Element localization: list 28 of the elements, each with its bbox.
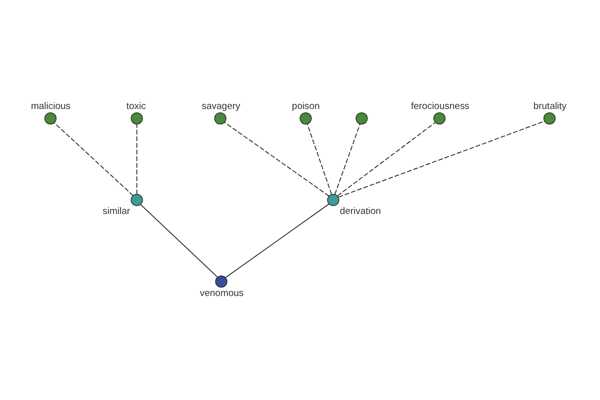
node-label: malicious xyxy=(31,100,71,112)
node-label: toxic xyxy=(126,100,146,112)
node-circle xyxy=(130,194,143,206)
connector xyxy=(334,124,360,195)
connector xyxy=(306,124,332,195)
connector xyxy=(136,124,138,195)
node-label: similar xyxy=(102,206,130,218)
connector xyxy=(225,204,330,278)
node-label: poison xyxy=(292,100,320,112)
node-label: derivation xyxy=(340,206,381,218)
node-circle xyxy=(130,112,143,124)
node-circle xyxy=(44,112,57,124)
node-circle xyxy=(433,112,446,124)
node-label: venomous xyxy=(200,288,244,299)
connector xyxy=(224,122,330,196)
node-circle xyxy=(543,112,556,124)
node-circle xyxy=(300,112,312,124)
connector xyxy=(54,122,134,196)
node-circle xyxy=(356,112,368,124)
node-label: brutality xyxy=(533,100,567,112)
node-circle xyxy=(327,194,340,206)
connector xyxy=(337,122,436,196)
node-circle xyxy=(214,112,226,124)
node-label: ferociousness xyxy=(411,100,470,112)
connector xyxy=(338,120,545,198)
connector xyxy=(140,204,218,278)
node-label: savagery xyxy=(202,100,240,112)
node-circle xyxy=(215,276,228,288)
